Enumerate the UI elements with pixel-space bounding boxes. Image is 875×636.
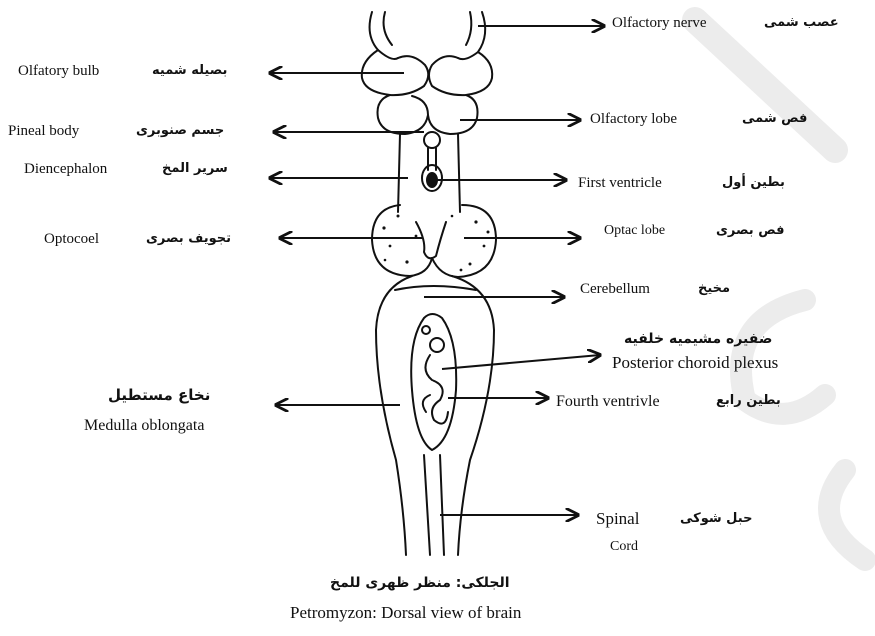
label-olfactory-nerve-en: Olfactory nerve (612, 16, 707, 31)
pineal-body-shape (424, 132, 440, 148)
label-spinal-cord-ar: حبل شوكى (680, 512, 752, 525)
label-spinal-en: Spinal (596, 510, 639, 527)
caption-ar: الجلكى: منظر ظهرى للمخ (330, 576, 510, 590)
label-cerebellum-ar: مخيخ (698, 282, 730, 295)
label-optocoel-en: Optocoel (44, 232, 99, 247)
label-olfactory-nerve-ar: عصب شمى (764, 16, 839, 29)
label-diencephalon-en: Diencephalon (24, 162, 107, 177)
fourth-ventricle-shape (411, 314, 456, 450)
label-medulla-oblongata-ar: نخاع مستطيل (108, 388, 210, 403)
brain-outline (362, 12, 496, 555)
stipple-dots (382, 215, 489, 272)
label-posterior-choroid-plexus-ar: ضفيره مشيميه خلفيه (624, 332, 772, 346)
label-diencephalon-ar: سرير المخ (162, 162, 228, 175)
label-olfactory-lobe-en: Olfactory lobe (590, 112, 677, 127)
label-olfatory-bulb-ar: بصيله شميه (152, 64, 227, 77)
optocoel-shape (416, 222, 446, 258)
label-pineal-body-ar: جسم صنوبرى (136, 124, 224, 137)
spinal-cord-shape (424, 455, 444, 555)
label-fourth-ventricle-ar: بطين رابع (716, 394, 781, 407)
optic-lobe-right (432, 205, 496, 277)
label-optac-lobe-en: Optac lobe (604, 224, 665, 238)
leader-arrows (270, 26, 604, 515)
label-posterior-choroid-plexus-en: Posterior choroid plexus (612, 354, 778, 371)
label-first-ventricle-ar: بطين أول (722, 176, 785, 189)
label-cord-en: Cord (610, 540, 638, 554)
arrow-posterior-choroid-plexus (442, 355, 600, 369)
label-first-ventricle-en: First ventricle (578, 176, 662, 191)
label-optac-lobe-ar: فص بصرى (716, 224, 784, 237)
caption-en: Petromyzon: Dorsal view of brain (290, 604, 521, 621)
cerebellum-shape (395, 286, 476, 290)
label-olfatory-bulb-en: Olfatory bulb (18, 64, 99, 79)
choroid-plexus-shape (430, 338, 444, 352)
diencephalon-shape (398, 134, 460, 212)
label-pineal-body-en: Pineal body (8, 124, 79, 139)
label-cerebellum-en: Cerebellum (580, 282, 650, 297)
medulla-outer (376, 276, 412, 555)
olfactory-lobe-shape (378, 95, 429, 134)
label-olfactory-lobe-ar: فص شمى (742, 112, 807, 125)
label-medulla-oblongata-en: Medulla oblongata (84, 418, 204, 434)
label-optocoel-ar: تجويف بصرى (146, 232, 231, 245)
label-fourth-ventricle-en: Fourth ventrivle (556, 394, 660, 410)
